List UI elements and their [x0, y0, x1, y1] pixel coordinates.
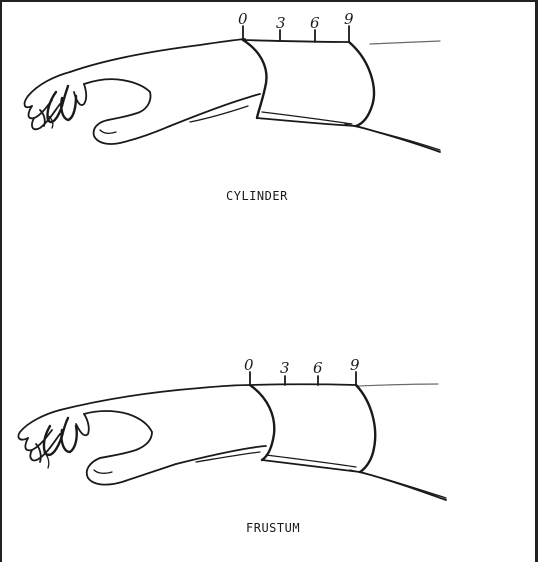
cylinder-right-rim [349, 42, 374, 126]
forearm-bottom-edge [176, 446, 266, 464]
frustum-tick-6: 6 [313, 359, 323, 377]
cylinder-top-line [243, 40, 349, 42]
forearm-top-edge-distal [370, 41, 440, 44]
frustum-tick-0: 0 [244, 356, 254, 374]
forearm-top-edge [70, 39, 245, 72]
frustum-top-line [250, 384, 356, 385]
cylinder-tick-6: 6 [310, 14, 320, 32]
cylinder-panel: 0 3 6 9 CYLINDER [25, 10, 440, 203]
frustum-ticks [250, 372, 356, 385]
forearm-top-edge [60, 385, 250, 410]
forearm-top-edge-distal [358, 384, 438, 386]
frustum-caption: FRUSTUM [246, 521, 300, 535]
frustum-panel: 0 3 6 9 FRUSTUM [18, 356, 446, 535]
frustum-left-rim [250, 385, 274, 460]
frustum-tick-9: 9 [350, 356, 360, 374]
cylinder-tick-3: 3 [276, 14, 286, 32]
cylinder-tick-0: 0 [238, 10, 248, 28]
hand-sketch [25, 72, 170, 144]
forearm-bottom-edge [170, 94, 260, 126]
cylinder-tick-9: 9 [344, 10, 354, 28]
frustum-right-rim [356, 385, 375, 472]
frustum-tick-3: 3 [280, 359, 290, 377]
cylinder-caption: CYLINDER [226, 189, 288, 203]
hand-sketch [18, 410, 176, 485]
